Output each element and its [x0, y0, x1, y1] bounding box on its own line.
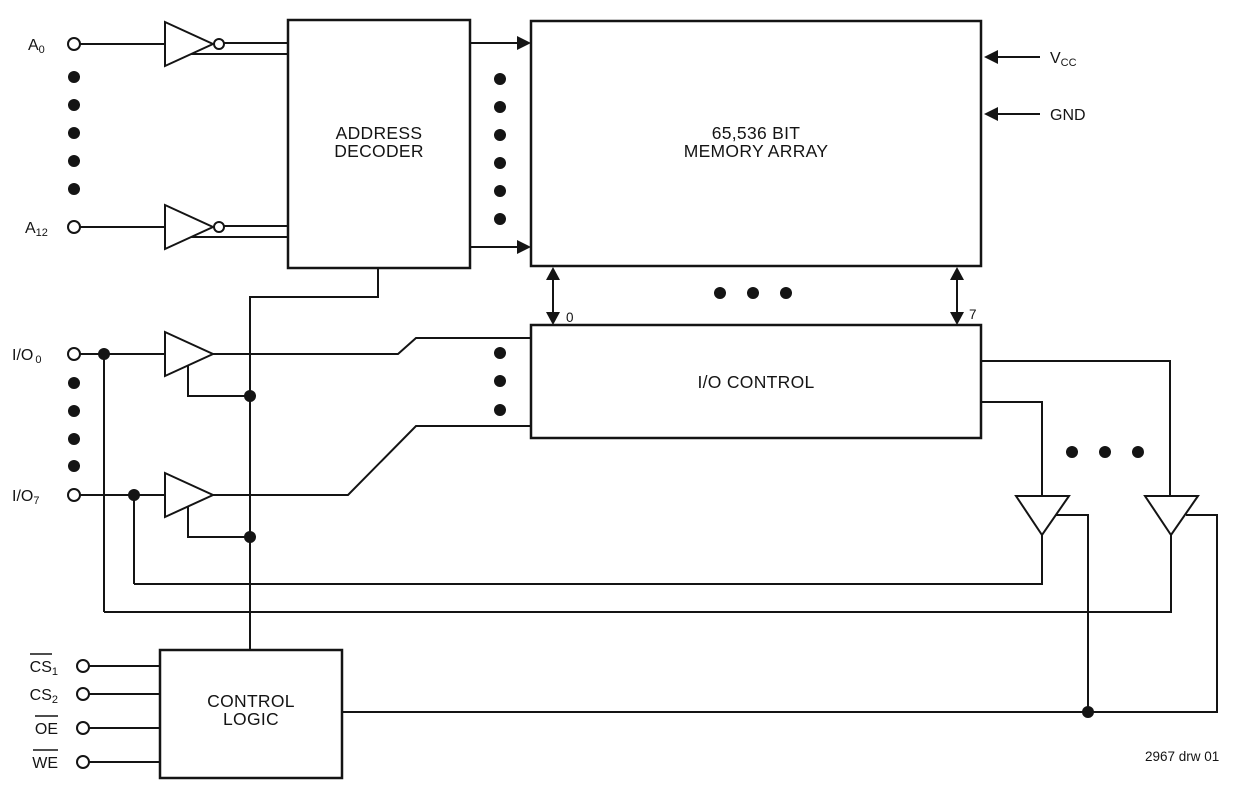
pin-label-cs1: CS1: [30, 659, 58, 678]
bus-label-0: 0: [566, 310, 574, 325]
control-logic-label-2: LOGIC: [223, 709, 279, 729]
io7-to-iocontrol-wire: [213, 425, 531, 496]
memory-array-label-1: 65,536 BIT: [712, 123, 801, 143]
control-logic-block: [158, 648, 344, 780]
io-control-block: [529, 323, 983, 440]
junction-dots: [98, 348, 1094, 718]
bus-label-7: 7: [969, 307, 977, 322]
memory-array-label-2: MEMORY ARRAY: [684, 141, 829, 161]
output-buffer-right-icon: [1143, 495, 1200, 537]
iocontrol-out-bit7-wire: [981, 401, 1043, 496]
io7-buffer-enable-wire: [187, 506, 250, 538]
arrow-left-icon: [984, 50, 998, 64]
control-logic-label-1: CONTROL: [207, 691, 295, 711]
arrow-left-icon: [984, 107, 998, 121]
pin-label-gnd: GND: [1050, 107, 1086, 124]
io-control-label: I/O CONTROL: [697, 372, 814, 392]
bus-ellipsis-dots: [714, 287, 792, 299]
a12-input-buffer-icon: [164, 203, 216, 251]
control-output-enable-wire: [342, 514, 1218, 713]
oe-terminal: [76, 721, 90, 735]
arrow-right-icon: [517, 36, 531, 50]
pin-label-a0: A0: [28, 37, 45, 56]
output-enable-left-wire: [1056, 514, 1089, 712]
cs2-terminal: [76, 687, 90, 701]
control-to-decoder-wire: [249, 268, 379, 650]
output-buffer-ellipsis-dots: [1066, 446, 1144, 458]
address-decoder-label-1: ADDRESS: [336, 123, 423, 143]
io0-to-iocontrol-wire: [213, 337, 531, 355]
iocontrol-input-ellipsis-dots: [494, 347, 506, 416]
io7-terminal: [67, 488, 81, 502]
address-ellipsis-dots: [68, 71, 80, 195]
output-left-to-io7-wire: [134, 535, 1043, 585]
output-buffer-left-icon: [1014, 495, 1071, 537]
io-ellipsis-dots: [68, 377, 80, 472]
pin-label-a12: A12: [25, 220, 48, 239]
pin-label-we: WE: [32, 755, 58, 772]
arrow-right-icon: [517, 240, 531, 254]
pin-label-cs2: CS2: [30, 687, 58, 706]
we-terminal: [76, 755, 90, 769]
pin-label-io7: I/O7: [12, 488, 39, 507]
bidir-arrow-bit0: [546, 267, 560, 325]
address-decoder-label-2: DECODER: [334, 141, 424, 161]
a0-input-buffer-icon: [164, 20, 216, 68]
decoder-memory-ellipsis-dots: [494, 73, 506, 225]
bidir-arrow-bit7: [950, 267, 964, 325]
pin-label-oe: OE: [35, 721, 58, 738]
a12-buffer-bubble-icon: [213, 221, 225, 233]
io0-buffer-enable-wire: [187, 365, 250, 397]
output-right-to-io0-wire: [104, 535, 1172, 613]
cs1-terminal: [76, 659, 90, 673]
a12-terminal: [67, 220, 81, 234]
drawing-number: 2967 drw 01: [1145, 749, 1219, 764]
a0-terminal: [67, 37, 81, 51]
memory-array-block: [529, 19, 983, 268]
io0-terminal: [67, 347, 81, 361]
a0-buffer-bubble-icon: [213, 38, 225, 50]
iocontrol-out-bit0-wire: [981, 360, 1171, 496]
pin-label-vcc: VCC: [1050, 50, 1077, 69]
